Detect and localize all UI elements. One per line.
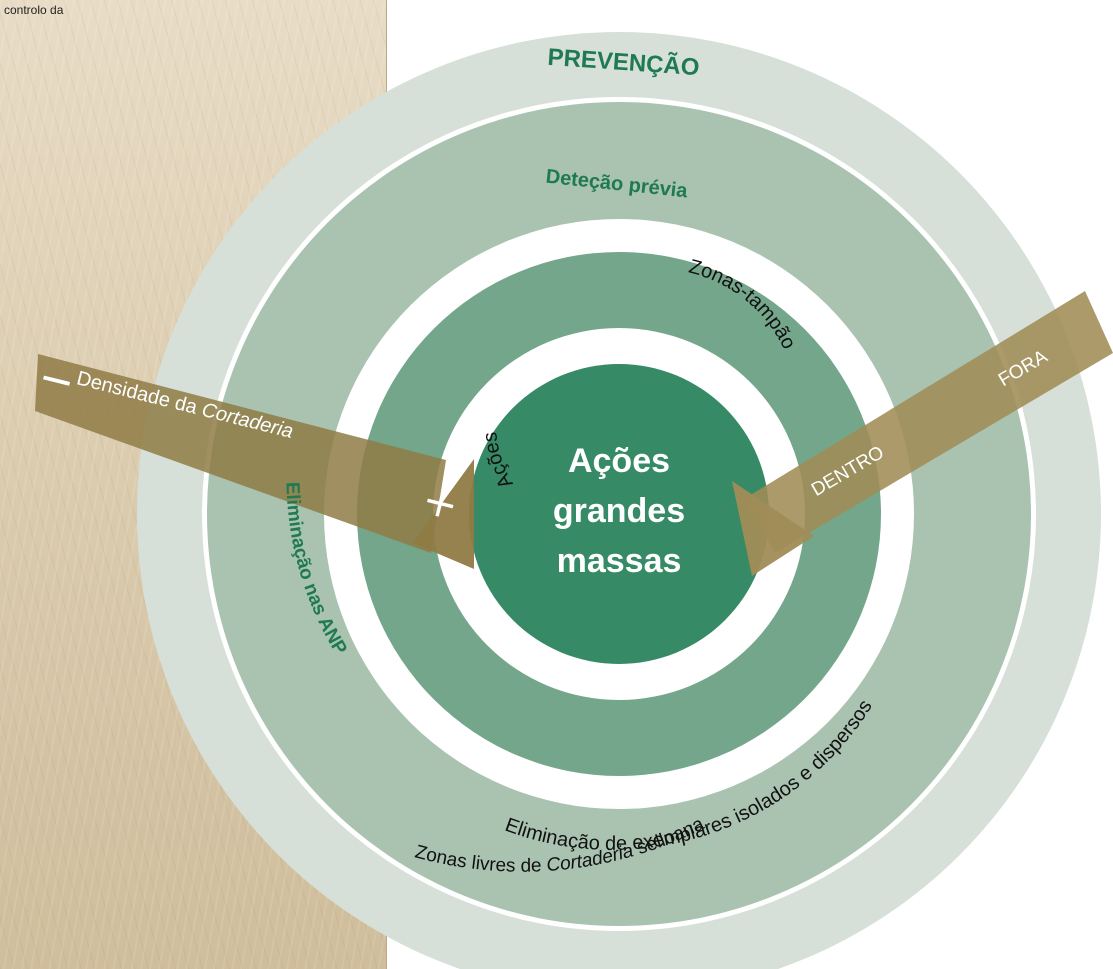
density-arrow-head xyxy=(413,459,474,569)
center-label-line2: grandes xyxy=(553,492,685,530)
center-label-line1: Ações xyxy=(568,442,670,480)
center-core xyxy=(469,364,769,664)
inside-outside-arrow-shaft xyxy=(744,291,1113,553)
density-arrow-shaft xyxy=(35,354,446,553)
panel-caption: controlo da xyxy=(4,3,64,17)
center-label-line3: massas xyxy=(557,542,682,580)
inside-outside-arrow-head xyxy=(732,481,814,576)
